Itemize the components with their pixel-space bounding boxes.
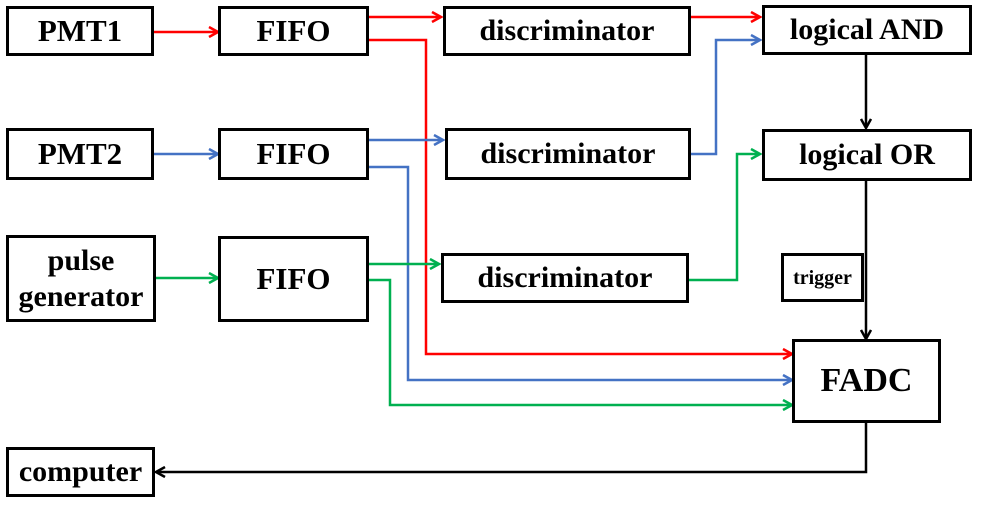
arrow-fadc-to-computer — [156, 422, 868, 472]
discriminator-3-label: discriminator — [477, 261, 653, 294]
pmt1-label: PMT1 — [37, 13, 123, 49]
pulse-generator-label-line1: pulse — [47, 243, 115, 277]
discriminator-2-box: discriminator — [445, 128, 691, 180]
arrow-fifo1-to-fadc — [368, 38, 792, 354]
arrow-fifo2-to-fadc — [368, 165, 792, 380]
fifo-1-label: FIFO — [256, 13, 331, 49]
trigger-label: trigger — [793, 266, 852, 289]
fifo-2-box: FIFO — [218, 128, 369, 180]
fadc-label: FADC — [820, 361, 913, 399]
trigger-box: trigger — [781, 253, 864, 302]
discriminator-2-label: discriminator — [480, 137, 656, 170]
pmt2-label: PMT2 — [37, 136, 123, 172]
pulse-generator-label-line2: generator — [18, 279, 144, 313]
computer-box: computer — [6, 447, 155, 497]
logical-or-label: logical OR — [799, 138, 935, 171]
computer-label: computer — [18, 455, 143, 488]
fifo-3-label: FIFO — [256, 261, 331, 297]
pmt1-box: PMT1 — [6, 6, 154, 56]
arrow-discriminator3-to-logical-or — [688, 154, 760, 282]
fadc-box: FADC — [792, 339, 941, 423]
discriminator-1-box: discriminator — [443, 6, 691, 56]
fifo-1-box: FIFO — [218, 6, 369, 56]
pmt1-signal-lines — [153, 17, 792, 354]
logical-and-label: logical AND — [789, 13, 945, 46]
pulse-signal-lines — [155, 154, 792, 405]
logical-and-box: logical AND — [762, 5, 972, 55]
pmt2-signal-lines — [153, 40, 792, 380]
arrow-discriminator2-to-logical-and — [690, 40, 760, 156]
fifo-3-box: FIFO — [218, 236, 369, 322]
logical-or-box: logical OR — [762, 129, 972, 181]
discriminator-1-label: discriminator — [479, 14, 655, 47]
pmt2-box: PMT2 — [6, 128, 154, 180]
control-lines — [156, 54, 866, 472]
arrow-fifo3-to-fadc — [368, 278, 792, 405]
discriminator-3-box: discriminator — [441, 253, 689, 303]
fifo-2-label: FIFO — [256, 136, 331, 172]
pulse-generator-box: pulse generator — [6, 235, 156, 322]
